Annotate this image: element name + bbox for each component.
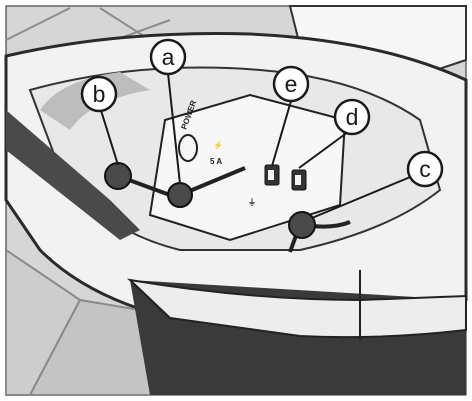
callout-d-label: d bbox=[346, 104, 359, 130]
callout-b-label: b bbox=[93, 81, 106, 107]
rating-label: 5 A bbox=[210, 157, 222, 166]
callout-b: b bbox=[82, 77, 116, 111]
callout-e: e bbox=[274, 67, 308, 101]
callout-a: a bbox=[151, 40, 185, 74]
knob-a bbox=[168, 183, 192, 207]
callout-d: d bbox=[335, 100, 369, 134]
port-d-slot bbox=[295, 175, 301, 185]
callout-c-label: c bbox=[419, 156, 431, 182]
callout-a-label: a bbox=[162, 44, 175, 70]
knob-c bbox=[289, 212, 315, 238]
knob-b bbox=[105, 163, 131, 189]
callout-c: c bbox=[408, 152, 442, 186]
ground-symbol: ⏚ bbox=[248, 198, 256, 207]
fuse-symbol: ⚡ bbox=[213, 140, 223, 150]
port-e-slot bbox=[268, 170, 274, 180]
callout-e-label: e bbox=[285, 71, 298, 97]
